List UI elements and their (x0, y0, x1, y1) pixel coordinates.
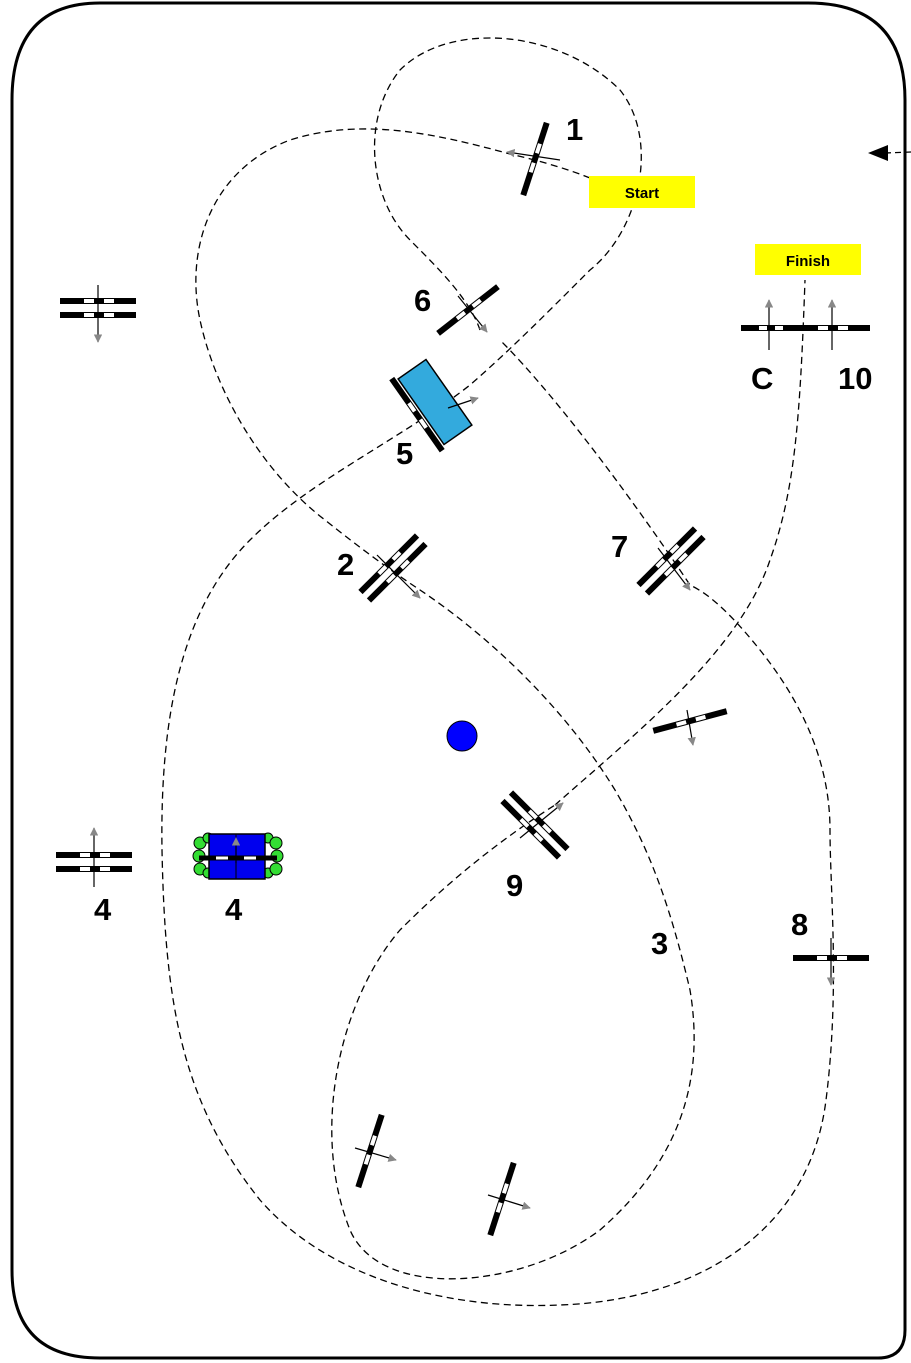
obstacle-5-direction-arrow (447, 396, 479, 409)
obstacle-9-direction-arrow (519, 802, 564, 839)
obstacle-1-direction-arrow (506, 148, 561, 161)
obstacle-4b-number: 4 (225, 892, 243, 927)
obstacle-7-number: 7 (611, 529, 628, 564)
start-marker: Start (589, 176, 695, 208)
obstacle-5-box (397, 358, 473, 446)
obstacle-3 (652, 708, 728, 734)
course-path-2 (554, 279, 806, 806)
course-path-3 (161, 37, 835, 1307)
finish-marker: Finish (755, 244, 861, 275)
finish-label: Finish (786, 253, 830, 270)
obstacle-6 (436, 284, 500, 336)
lower-pole-left-direction-arrow (354, 1147, 397, 1162)
start-box (589, 176, 695, 208)
obstacle-10-number: 10 (838, 361, 872, 396)
obstacle-7-direction-arrow (657, 547, 691, 591)
course-path (195, 128, 695, 1280)
obstacle-3-direction-arrow (686, 709, 696, 746)
obstacle-8-number: 8 (791, 907, 808, 942)
obstacle-4b (192, 832, 284, 880)
lower-pole-right-direction-arrow (487, 1194, 531, 1210)
obstacle-5-number: 5 (396, 436, 413, 471)
obstacle-2-direction-arrow (376, 554, 421, 599)
obstacle-7 (636, 526, 706, 596)
obstacle-6-number: 6 (414, 283, 431, 318)
obstacle-2-number: 2 (337, 547, 354, 582)
obstacle-1-number: 1 (566, 112, 583, 147)
obstacle-4a-number: 4 (94, 892, 112, 927)
obstacle-2 (358, 533, 428, 603)
obstacle-1 (520, 121, 550, 197)
obstacle-6-direction-arrow (457, 295, 488, 333)
arena-boundary (10, 1, 907, 1360)
entry-arrow (868, 145, 911, 161)
lower-pole-left (355, 1113, 385, 1189)
obstacle-3-number: 3 (651, 926, 668, 961)
finish-box (755, 244, 861, 275)
obstacle-5 (389, 358, 473, 453)
start-label: Start (625, 185, 659, 202)
center-marker (446, 720, 478, 752)
obstacle-9-number: 9 (506, 868, 523, 903)
obstacle-c-letter: C (751, 361, 773, 396)
